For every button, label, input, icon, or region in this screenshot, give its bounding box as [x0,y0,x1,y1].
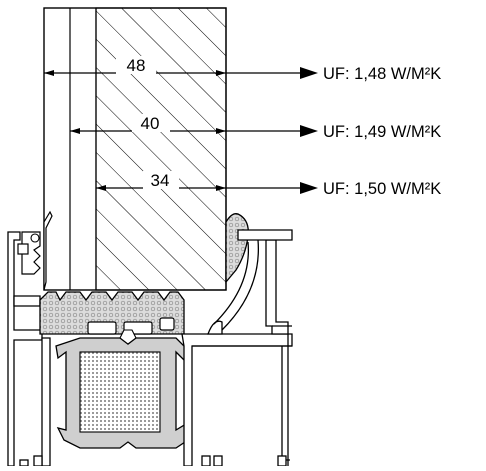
inner-glazing-gasket [17,210,53,291]
dimension-value: 34 [151,171,170,190]
dimension-value: 40 [141,114,160,133]
insulation-insert [79,351,161,433]
uf-label: UF: 1,50 W/M²K [323,180,441,198]
glazing-panel [43,7,227,291]
arrow-head-40 [300,125,318,137]
left-frame-profile [7,231,51,467]
right-frame-profile [181,229,293,467]
glazing-hatched-core [95,7,227,291]
uf-label: UF: 1,49 W/M²K [323,123,441,141]
glass-bottom-gasket [39,291,185,335]
arrow-head-34 [300,182,318,194]
dimension-40: 40 UF: 1,49 W/M²K [70,114,441,141]
arrow-head-48 [300,67,318,79]
dimension-48: 48 UF: 1,48 W/M²K [44,56,441,83]
outer-glazing-gasket [225,213,249,284]
uf-label: UF: 1,48 W/M²K [323,65,441,83]
dimension-value: 48 [127,56,146,75]
dimension-lines: 48 UF: 1,48 W/M²K 40 UF: 1,49 W/M²K 34 U… [44,56,441,198]
dimension-34: 34 UF: 1,50 W/M²K [96,171,441,198]
thermal-break-core [55,329,189,449]
